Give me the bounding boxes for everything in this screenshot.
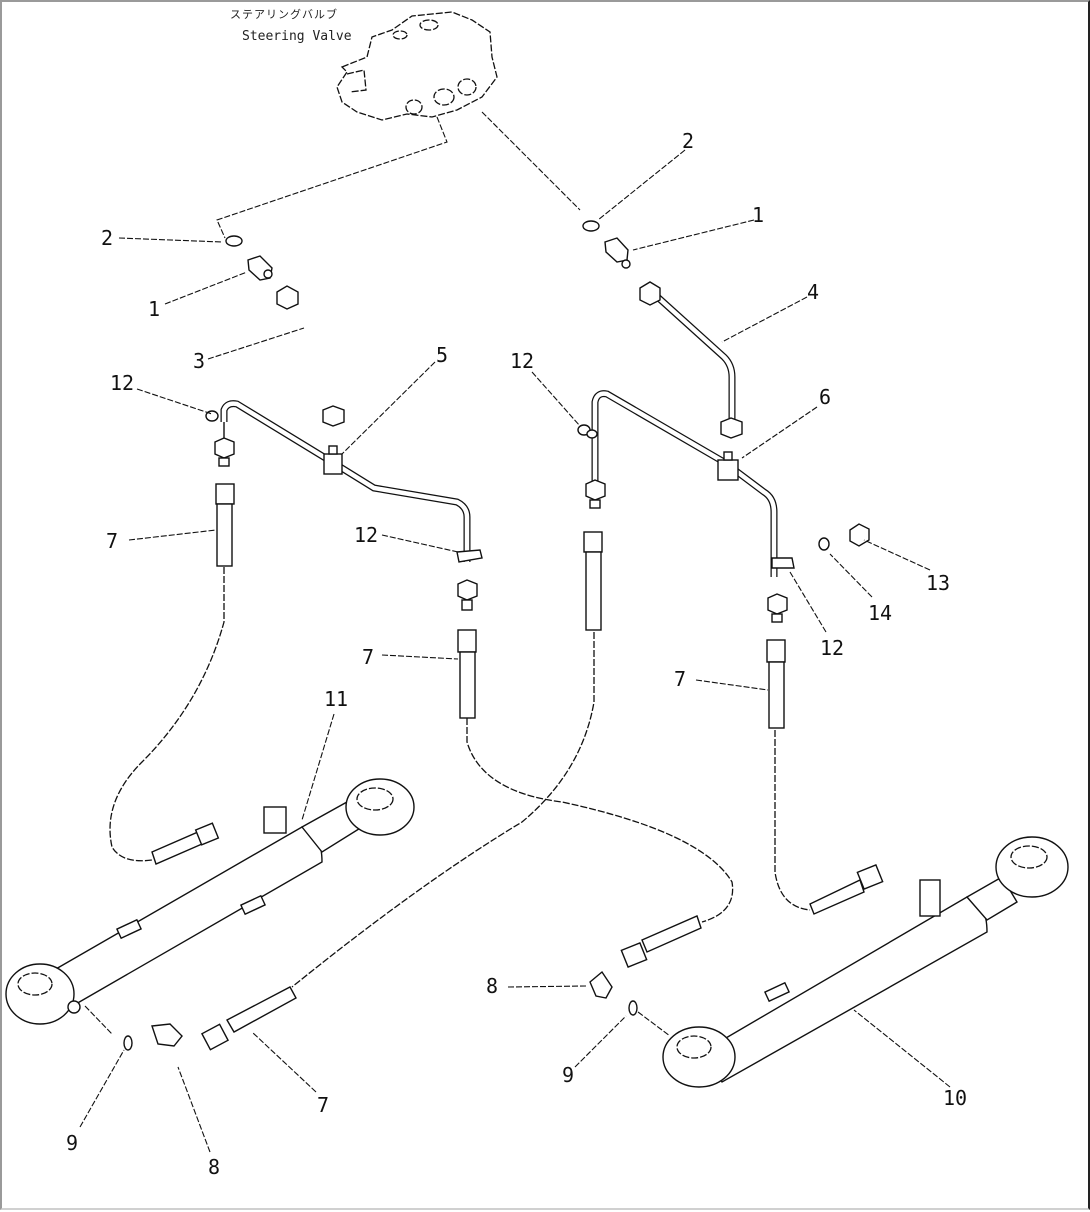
label-12-top-left: 12: [110, 371, 134, 395]
tee-5: [323, 453, 343, 475]
label-2-left: 2: [101, 226, 113, 250]
steering-valve: [336, 11, 498, 121]
title-english: Steering Valve: [242, 29, 352, 44]
label-13: 13: [926, 571, 950, 595]
label-9-right: 9: [562, 1063, 574, 1087]
label-7-left-upper: 7: [106, 529, 118, 553]
label-1-left: 1: [148, 297, 160, 321]
title-japanese: ステアリングバルブ: [230, 7, 338, 21]
label-7-bottom-left: 7: [317, 1093, 329, 1117]
label-3: 3: [193, 349, 205, 373]
leader-lines: [79, 149, 951, 1153]
pipe-route-left: [216, 116, 448, 239]
washer-14: [818, 537, 830, 551]
label-11: 11: [324, 687, 348, 711]
nut-13: [849, 523, 870, 547]
pipe-3: [276, 285, 345, 427]
o-ring-9-left: [123, 1035, 133, 1051]
label-2-right: 2: [682, 129, 694, 153]
pipe-5: [205, 400, 483, 611]
label-12-right: 12: [820, 636, 844, 660]
o-ring-left-top: [225, 235, 243, 247]
label-7-mid: 7: [362, 645, 374, 669]
clamp-12-mid-left: [456, 549, 483, 563]
hose-7-center: [200, 531, 603, 1051]
label-5: 5: [436, 343, 448, 367]
label-8-right: 8: [486, 974, 498, 998]
hose-7-right: [766, 639, 884, 915]
elbow-8-right: [589, 970, 613, 999]
cylinder-10: [662, 836, 1069, 1088]
label-6: 6: [819, 385, 831, 409]
pipe-route-right: [481, 111, 581, 211]
label-8-left: 8: [208, 1155, 220, 1179]
o-ring-9-right: [628, 1000, 638, 1016]
pipe-6: [577, 390, 795, 623]
hose-7-left: [109, 483, 235, 865]
label-14: 14: [868, 601, 892, 625]
label-1-right: 1: [752, 203, 764, 227]
label-12-mid-left: 12: [354, 523, 378, 547]
tee-6: [717, 459, 739, 481]
fitting-1-left: [247, 255, 273, 281]
hose-7-mid: [457, 629, 734, 969]
label-10: 10: [943, 1086, 967, 1110]
label-4: 4: [807, 280, 819, 304]
label-7-right: 7: [674, 667, 686, 691]
cylinder-11: [5, 778, 415, 1025]
clamp-12-right: [771, 557, 795, 569]
pipe-4: [639, 281, 743, 439]
fitting-1-right: [604, 237, 631, 269]
elbow-8-left: [151, 1023, 183, 1047]
o-ring-right-top: [582, 220, 600, 232]
label-9-left: 9: [66, 1131, 78, 1155]
label-12-top-right: 12: [510, 349, 534, 373]
